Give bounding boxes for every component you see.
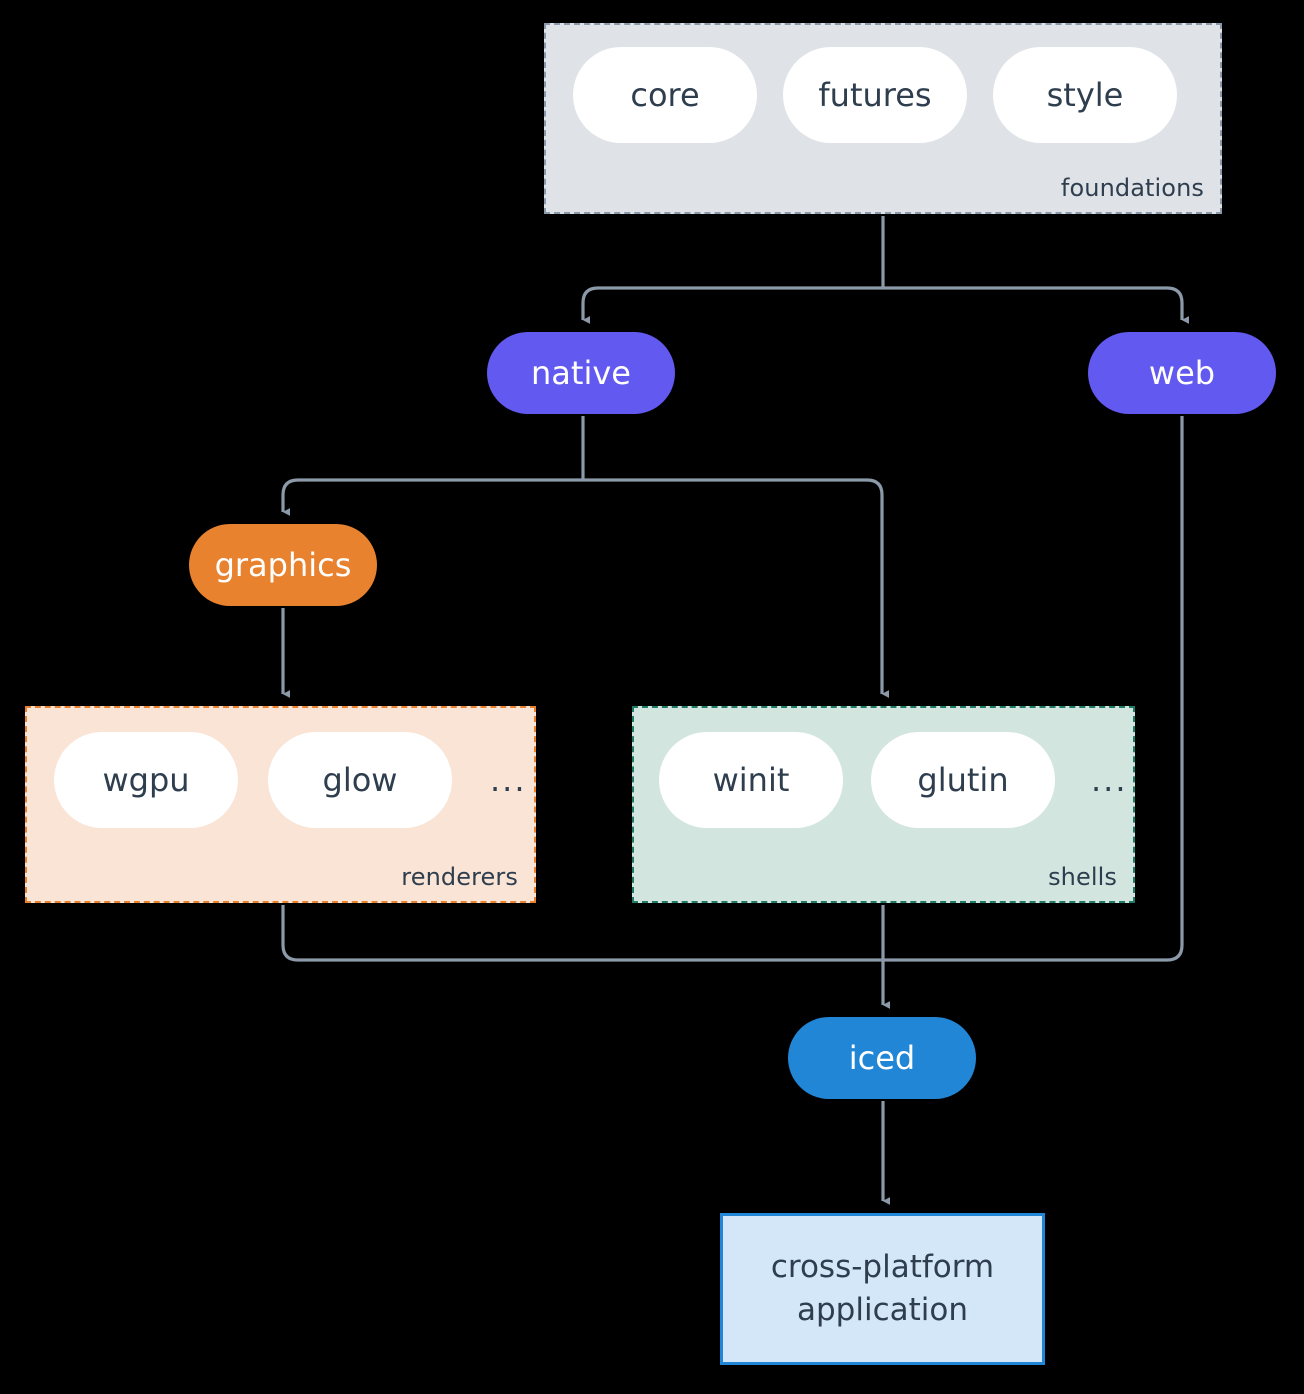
shells-ellipsis: ...	[1091, 761, 1128, 799]
edge-foundations-to-native	[581, 286, 883, 324]
edge-native-to-graphics	[281, 478, 583, 516]
renderers-ellipsis: ...	[490, 761, 527, 799]
group-foundations: core futures style foundations	[544, 23, 1222, 214]
group-renderers-items: wgpu glow ...	[54, 732, 527, 828]
node-glutin-label: glutin	[917, 761, 1009, 799]
group-shells-items: winit glutin ...	[659, 732, 1128, 828]
node-graphics-label: graphics	[214, 546, 352, 584]
node-futures-label: futures	[818, 76, 932, 114]
node-cross-platform-application[interactable]: cross-platform application	[720, 1213, 1045, 1365]
node-wgpu-label: wgpu	[102, 761, 190, 799]
application-label-line1: cross-platform	[770, 1249, 995, 1286]
node-glutin[interactable]: glutin	[871, 732, 1055, 828]
node-graphics[interactable]: graphics	[189, 524, 377, 606]
group-renderers: wgpu glow ... renderers	[25, 706, 536, 903]
node-wgpu[interactable]: wgpu	[54, 732, 238, 828]
node-style-label: style	[1046, 76, 1124, 114]
application-label-line2: application	[797, 1292, 968, 1328]
node-native-label: native	[531, 354, 631, 392]
node-core-label: core	[630, 76, 700, 114]
node-iced-label: iced	[848, 1039, 916, 1077]
group-renderers-label: renderers	[401, 863, 518, 891]
group-foundations-items: core futures style	[573, 47, 1177, 143]
node-futures[interactable]: futures	[783, 47, 967, 143]
node-winit-label: winit	[712, 761, 790, 799]
group-shells-label: shells	[1048, 863, 1117, 891]
edge-renderers-to-merge	[281, 905, 883, 962]
node-glow-label: glow	[322, 761, 398, 799]
node-glow[interactable]: glow	[268, 732, 452, 828]
node-native[interactable]: native	[487, 332, 675, 414]
edge-foundations-to-web	[883, 286, 1190, 324]
node-winit[interactable]: winit	[659, 732, 843, 828]
node-core[interactable]: core	[573, 47, 757, 143]
node-web-label: web	[1148, 354, 1216, 392]
group-foundations-label: foundations	[1060, 174, 1204, 202]
node-style[interactable]: style	[993, 47, 1177, 143]
node-web[interactable]: web	[1088, 332, 1276, 414]
group-shells: winit glutin ... shells	[632, 706, 1135, 903]
node-iced[interactable]: iced	[788, 1017, 976, 1099]
edge-native-to-shells	[583, 478, 890, 698]
